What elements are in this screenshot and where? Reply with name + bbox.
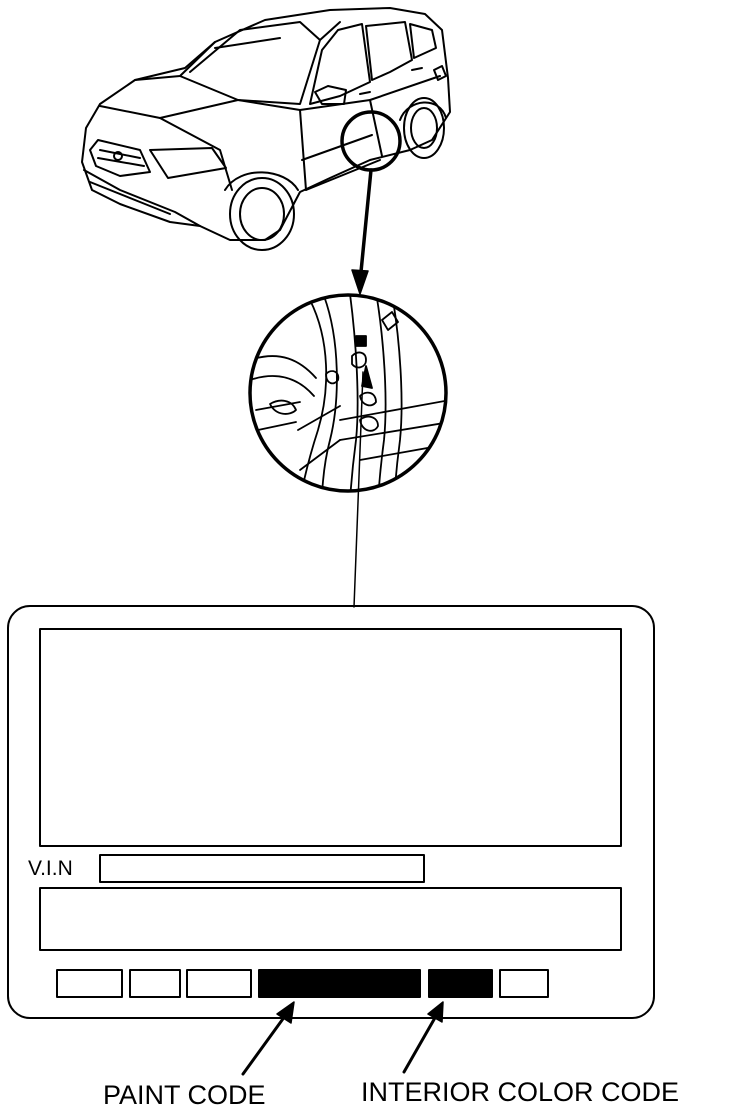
leader-line xyxy=(353,371,364,608)
code-box-6 xyxy=(499,969,549,998)
code-box-1 xyxy=(56,969,123,998)
paint-code-arrow xyxy=(241,1001,295,1076)
magnified-view xyxy=(248,293,448,493)
label-lower-area xyxy=(39,887,622,951)
interior-color-code-arrow xyxy=(402,1001,444,1074)
vin-box xyxy=(99,854,425,883)
vin-label: V.I.N xyxy=(28,857,73,880)
interior-color-code-label: INTERIOR COLOR CODE xyxy=(361,1077,680,1107)
location-circle xyxy=(340,110,402,172)
vehicle-illustration xyxy=(81,7,451,251)
certification-label xyxy=(7,605,655,1019)
code-box-2 xyxy=(129,969,181,998)
pointer-arrow xyxy=(351,168,373,295)
interior-color-code-box xyxy=(428,969,493,998)
code-box-3 xyxy=(186,969,252,998)
paint-code-label: PAINT CODE xyxy=(103,1080,266,1110)
paint-code-box xyxy=(258,969,421,998)
label-info-area xyxy=(39,628,622,847)
